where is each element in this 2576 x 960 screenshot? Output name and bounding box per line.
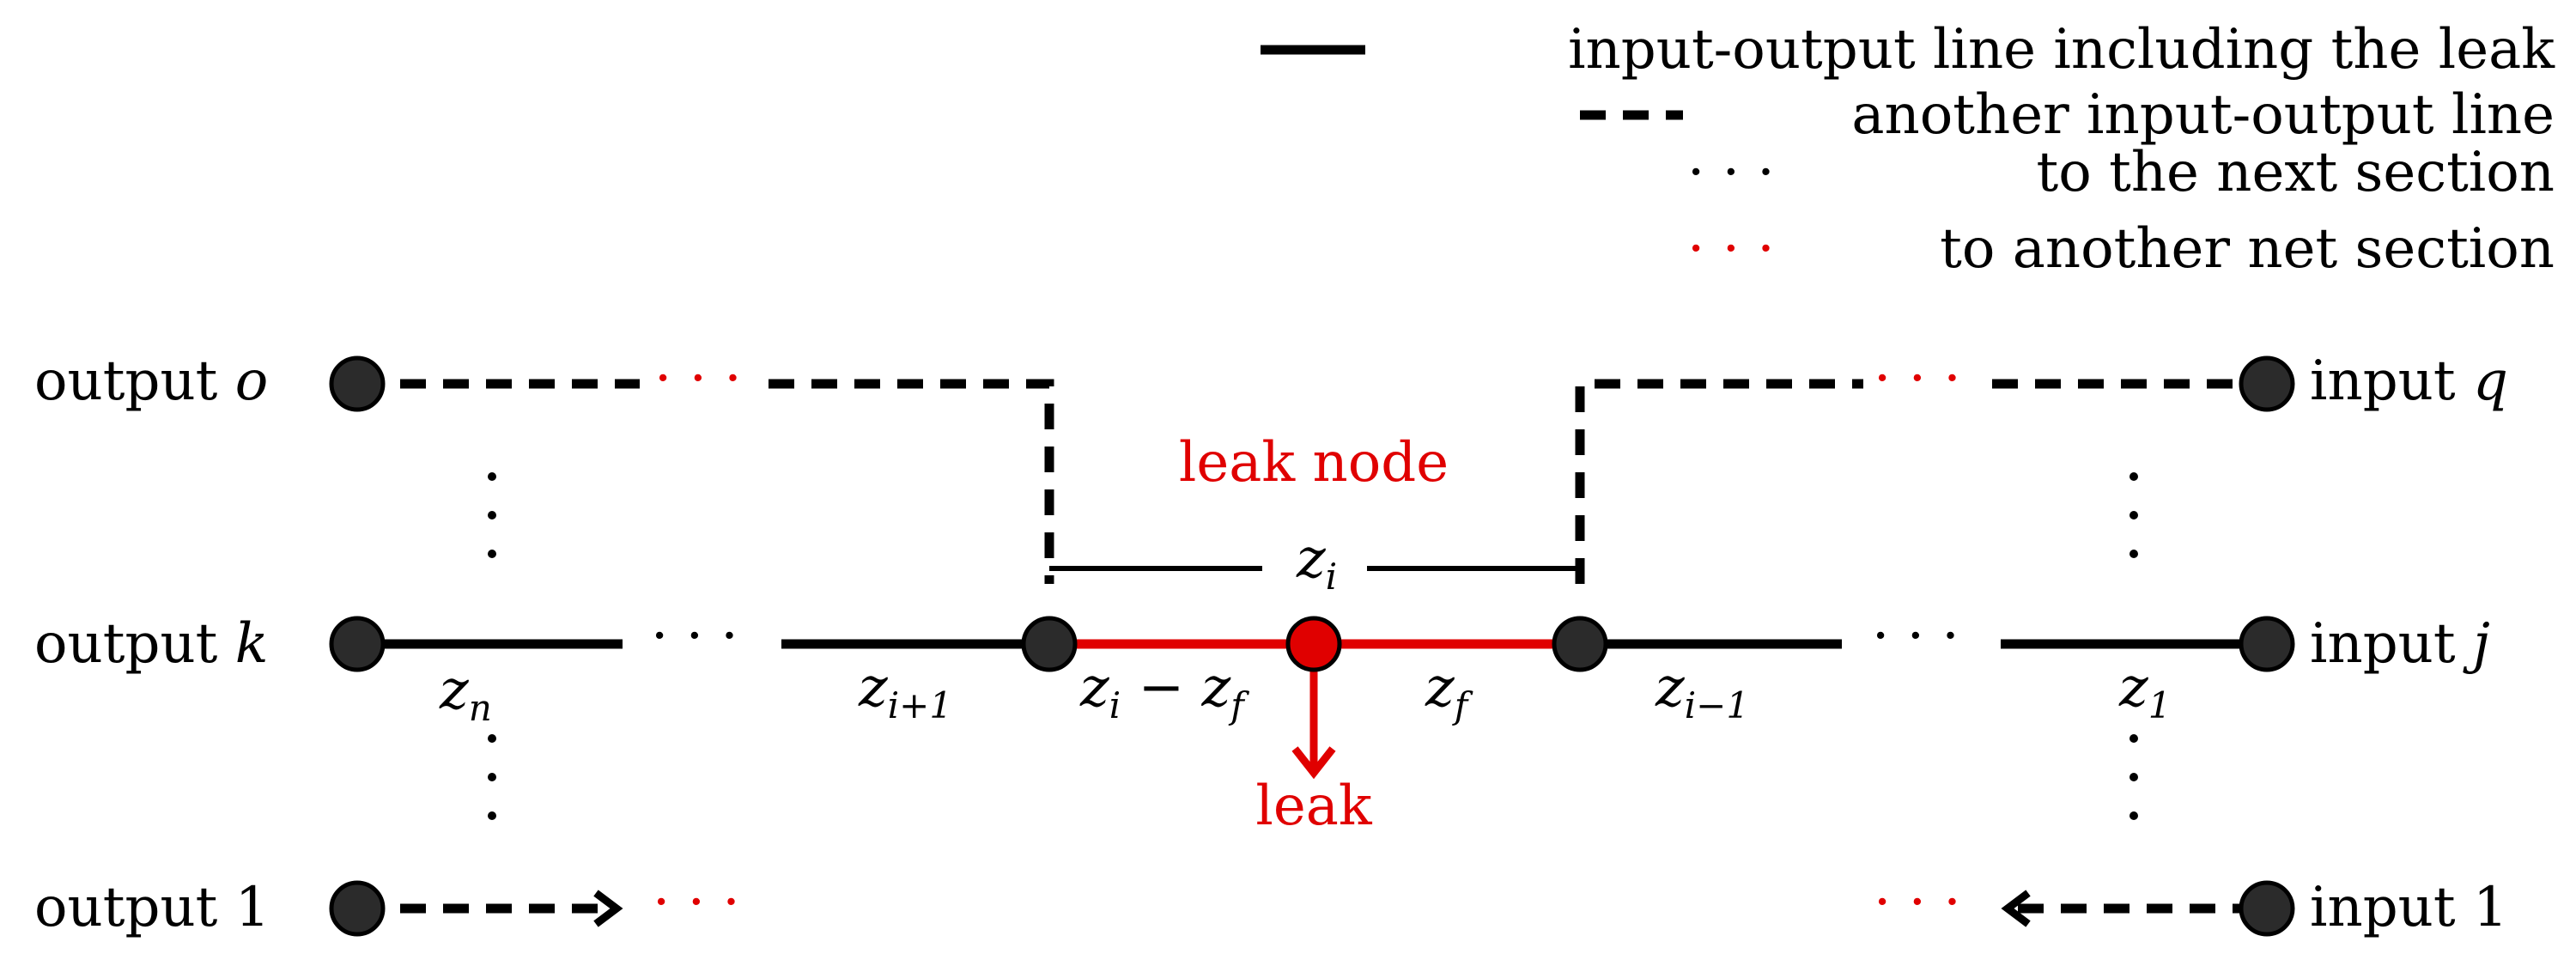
- dots-main-right: · · ·: [1872, 605, 1959, 668]
- legend-red-dots-label: to another net section: [1940, 217, 2555, 281]
- vertical-dots: [488, 472, 2138, 820]
- leak-label: leak: [1255, 775, 1373, 838]
- segment-label-zi-minus-1: zi−1: [1655, 656, 1749, 726]
- leak-arrow-head: [1291, 746, 1336, 780]
- red-dots-top-right: · · ·: [1874, 347, 1961, 410]
- nodes: [329, 355, 2295, 937]
- dots-main-left: · · ·: [651, 605, 738, 668]
- label-output-1: output 1: [34, 876, 270, 939]
- zi-bracket-label: zi: [1296, 527, 1337, 598]
- legend-solid-label: input-output line including the leak: [1568, 18, 2555, 82]
- node-output-k: [329, 616, 386, 672]
- legend-red-dots-symbol: · · ·: [1687, 217, 1775, 281]
- label-output-o: output o: [34, 349, 268, 413]
- node-output-1: [329, 880, 386, 937]
- leak-node: [1285, 616, 1342, 672]
- node-junction-right: [1552, 616, 1608, 672]
- label-input-q: input q: [2310, 349, 2508, 413]
- segment-label-zf: zf: [1425, 656, 1473, 726]
- node-output-o: [329, 355, 386, 412]
- dashed-top-left-drop: [769, 379, 1054, 584]
- legend-dots-symbol: · · ·: [1687, 141, 1775, 204]
- legend-dots-label: to the next section: [2037, 141, 2555, 204]
- red-dots-bottom-right: · · ·: [1874, 871, 1961, 934]
- arrow-bottom-right: [2001, 890, 2031, 927]
- legend: input-output line including the leak ano…: [1261, 18, 2555, 281]
- red-dots-bottom-left: · · ·: [653, 871, 740, 934]
- red-dots-top-left: · · ·: [654, 347, 742, 410]
- node-input-q: [2239, 355, 2295, 412]
- dashed-line-top: [357, 379, 2267, 584]
- dashed-top-right-drop: [1575, 379, 1863, 584]
- label-output-k: output k: [34, 612, 269, 676]
- node-input-1: [2239, 880, 2295, 937]
- segment-label-zn: zn: [439, 659, 492, 729]
- label-input-j: input j: [2310, 612, 2490, 676]
- legend-dashed-label: another input-output line: [1851, 83, 2555, 147]
- node-input-j: [2239, 616, 2295, 672]
- arrow-bottom-left: [593, 890, 623, 927]
- segment-label-z1: z1: [2118, 656, 2171, 726]
- label-input-1: input 1: [2310, 876, 2508, 939]
- segment-label-zi-plus-1: zi+1: [858, 656, 952, 726]
- segment-label-zi-minus-zf: zi − zf: [1079, 656, 1249, 726]
- leak-node-label: leak node: [1179, 431, 1449, 495]
- node-junction-left: [1021, 616, 1078, 672]
